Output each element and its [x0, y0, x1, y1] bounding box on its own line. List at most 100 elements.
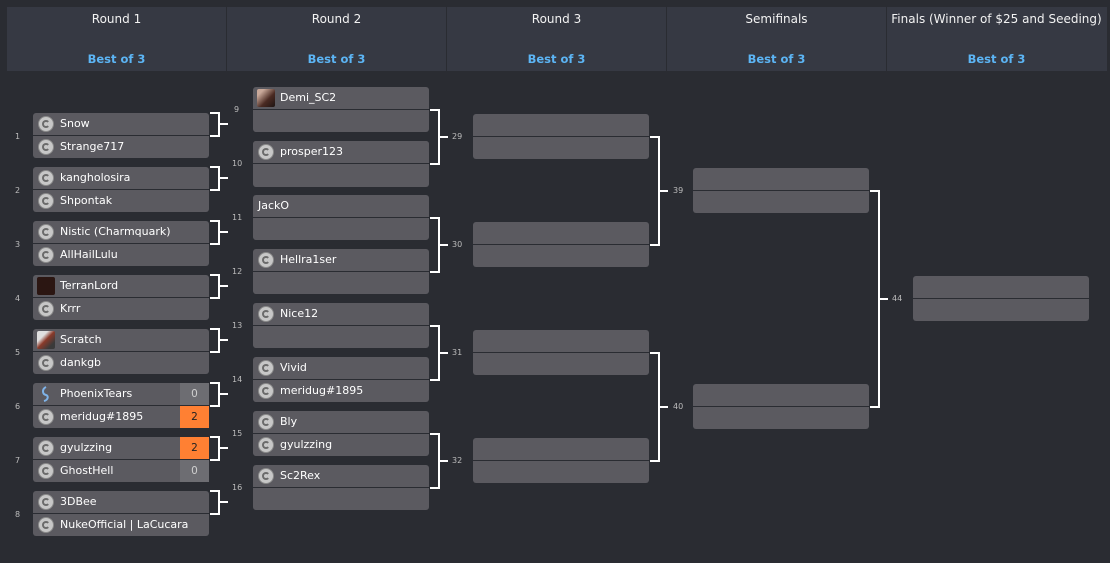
player-slot-empty[interactable] — [253, 110, 429, 132]
player-slot-empty[interactable] — [913, 276, 1089, 298]
player-slot[interactable]: Krrr — [33, 298, 209, 320]
player-slot-empty[interactable] — [473, 245, 649, 267]
match-r1-3[interactable]: Nistic (Charmquark) AllHailLulu — [33, 221, 209, 267]
player-name: Nice12 — [280, 307, 319, 320]
race-icon — [38, 224, 54, 240]
player-slot[interactable]: Bly — [253, 411, 429, 433]
player-slot-empty[interactable] — [253, 218, 429, 240]
player-name: Bly — [280, 415, 298, 428]
player-slot-empty[interactable] — [473, 353, 649, 375]
player-slot[interactable]: Demi_SC2 — [253, 87, 429, 109]
player-slot-empty[interactable] — [473, 222, 649, 244]
player-slot[interactable]: Nice12 — [253, 303, 429, 325]
round-format: Best of 3 — [527, 52, 586, 66]
race-icon — [38, 463, 54, 479]
player-slot[interactable]: 3DBee — [33, 491, 209, 513]
match-r2-11[interactable]: JackO — [253, 195, 429, 241]
player-slot[interactable]: gyulzzing 2 — [33, 437, 209, 459]
player-slot[interactable]: Scratch — [33, 329, 209, 351]
player-slot-empty[interactable] — [693, 384, 869, 406]
player-slot-empty[interactable] — [473, 137, 649, 159]
match-r2-16[interactable]: Sc2Rex — [253, 465, 429, 511]
player-slot[interactable]: Strange717 — [33, 136, 209, 158]
match-semi-40[interactable] — [693, 384, 869, 430]
match-r2-12[interactable]: Hellra1ser — [253, 249, 429, 295]
player-slot[interactable]: NukeOfficial | LaCucara — [33, 514, 209, 536]
race-icon — [38, 193, 54, 209]
score-badge: 2 — [180, 406, 209, 428]
round-title: Round 1 — [91, 12, 142, 26]
match-r2-15[interactable]: Bly gyulzzing — [253, 411, 429, 457]
race-icon — [258, 144, 274, 160]
player-slot[interactable]: TerranLord — [33, 275, 209, 297]
match-r2-9[interactable]: Demi_SC2 — [253, 87, 429, 133]
player-slot-empty[interactable] — [473, 330, 649, 352]
race-icon — [258, 306, 274, 322]
match-number: 15 — [232, 429, 243, 438]
score-badge: 0 — [180, 460, 209, 482]
player-name: meridug#1895 — [280, 384, 364, 397]
player-name: kangholosira — [60, 171, 131, 184]
player-slot-empty[interactable] — [253, 272, 429, 294]
player-slot-empty[interactable] — [253, 326, 429, 348]
semifinals-header: Semifinals Best of 3 — [667, 7, 887, 71]
match-r1-8[interactable]: 3DBee NukeOfficial | LaCucara — [33, 491, 209, 537]
player-slot[interactable]: Hellra1ser — [253, 249, 429, 271]
player-name: Hellra1ser — [280, 253, 337, 266]
player-slot-empty[interactable] — [693, 407, 869, 429]
player-slot[interactable]: JackO — [253, 195, 429, 217]
match-r1-1[interactable]: Snow Strange717 — [33, 113, 209, 159]
player-slot[interactable]: Snow — [33, 113, 209, 135]
player-slot[interactable]: Shpontak — [33, 190, 209, 212]
match-semi-39[interactable] — [693, 168, 869, 214]
match-r3-30[interactable] — [473, 222, 649, 268]
player-slot[interactable]: Nistic (Charmquark) — [33, 221, 209, 243]
match-r2-13[interactable]: Nice12 — [253, 303, 429, 349]
match-r1-4[interactable]: TerranLord Krrr — [33, 275, 209, 321]
match-r1-5[interactable]: Scratch dankgb — [33, 329, 209, 375]
player-name: NukeOfficial | LaCucara — [60, 518, 189, 531]
player-name: gyulzzing — [280, 438, 333, 451]
round-3-header: Round 3 Best of 3 — [447, 7, 667, 71]
round-title: Round 3 — [531, 12, 582, 26]
player-name: PhoenixTears — [60, 387, 133, 400]
match-r2-10[interactable]: prosper123 — [253, 141, 429, 187]
player-slot[interactable]: meridug#1895 — [253, 380, 429, 402]
player-slot[interactable]: PhoenixTears 0 — [33, 383, 209, 405]
race-icon — [258, 414, 274, 430]
player-slot-empty[interactable] — [473, 461, 649, 483]
player-slot[interactable]: gyulzzing — [253, 434, 429, 456]
player-slot-empty[interactable] — [473, 114, 649, 136]
player-name: meridug#1895 — [60, 410, 144, 423]
player-slot[interactable]: Vivid — [253, 357, 429, 379]
match-r3-29[interactable] — [473, 114, 649, 160]
match-final-44[interactable] — [913, 276, 1089, 322]
match-number: 12 — [232, 267, 243, 276]
player-slot[interactable]: Sc2Rex — [253, 465, 429, 487]
player-slot[interactable]: GhostHell 0 — [33, 460, 209, 482]
match-r1-2[interactable]: kangholosira Shpontak — [33, 167, 209, 213]
player-slot[interactable]: meridug#1895 2 — [33, 406, 209, 428]
match-r1-6[interactable]: PhoenixTears 0 meridug#1895 2 — [33, 383, 209, 429]
player-slot[interactable]: dankgb — [33, 352, 209, 374]
player-slot-empty[interactable] — [473, 438, 649, 460]
player-slot-empty[interactable] — [693, 191, 869, 213]
match-r1-7[interactable]: gyulzzing 2 GhostHell 0 — [33, 437, 209, 483]
player-slot-empty[interactable] — [693, 168, 869, 190]
player-name: Vivid — [280, 361, 307, 374]
round-title: Finals (Winner of $25 and Seeding) — [891, 12, 1102, 26]
match-r3-31[interactable] — [473, 330, 649, 376]
player-name: Krrr — [60, 302, 81, 315]
match-r3-32[interactable] — [473, 438, 649, 484]
player-slot-empty[interactable] — [913, 299, 1089, 321]
player-slot[interactable]: kangholosira — [33, 167, 209, 189]
player-slot[interactable]: prosper123 — [253, 141, 429, 187]
round-header-bar: Round 1 Best of 3 Round 2 Best of 3 Roun… — [7, 7, 1107, 71]
match-r2-14[interactable]: Vivid meridug#1895 — [253, 357, 429, 403]
player-slot-empty[interactable] — [253, 488, 429, 510]
match-number: 9 — [234, 105, 240, 114]
player-slot[interactable]: AllHailLulu — [33, 244, 209, 266]
race-icon — [258, 383, 274, 399]
round-1-header: Round 1 Best of 3 — [7, 7, 227, 71]
race-icon — [258, 437, 274, 453]
